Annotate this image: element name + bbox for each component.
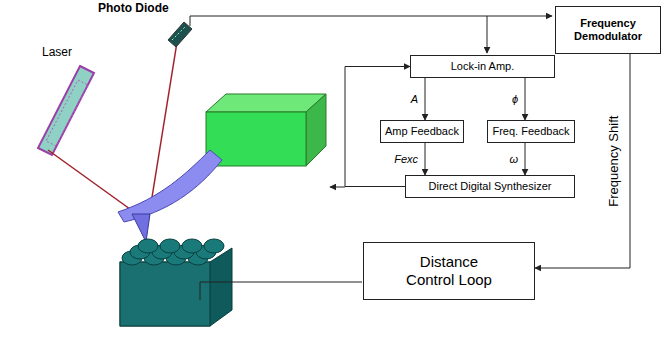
- signal-wire: [190, 16, 552, 26]
- signal-label: Fexc: [393, 153, 419, 165]
- photodiode-label: Photo Diode: [98, 2, 169, 15]
- signal-label: ϕ: [511, 93, 519, 105]
- signal-wire: [487, 16, 488, 53]
- lockin-box: Lock-in Amp.: [410, 55, 555, 78]
- connector: [425, 78, 426, 120]
- box-label: Frequency Demodulator: [560, 17, 656, 43]
- control-box: Distance Control Loop: [363, 242, 535, 300]
- connector: [525, 143, 526, 175]
- box-label: Lock-in Amp.: [451, 60, 515, 73]
- signal-label: ω: [508, 153, 519, 165]
- box-label: Direct Digital Synthesizer: [429, 180, 552, 193]
- synthesizer-box: Direct Digital Synthesizer: [405, 175, 575, 198]
- demodulator-box: Frequency Demodulator: [555, 6, 661, 54]
- photodiode: [168, 22, 192, 47]
- box-label: Freq. Feedback: [492, 125, 569, 138]
- z-control-wire: [200, 282, 362, 300]
- cantilever-holder: [206, 94, 326, 166]
- drive-wire: [330, 187, 345, 188]
- cantilever: [118, 150, 222, 242]
- connector: [425, 143, 426, 175]
- feedback-box: Freq. Feedback: [487, 120, 575, 143]
- connector: [535, 54, 630, 268]
- connector: [525, 78, 526, 120]
- laser-rod: [38, 66, 94, 155]
- box-label: Distance Control Loop: [404, 253, 494, 289]
- feedback-box: Amp Feedback: [380, 120, 464, 143]
- box-label: Amp Feedback: [385, 125, 459, 138]
- signal-label: Frequency Shift: [608, 114, 622, 207]
- laser-label: Laser: [42, 46, 72, 59]
- signal-label: A: [410, 93, 419, 105]
